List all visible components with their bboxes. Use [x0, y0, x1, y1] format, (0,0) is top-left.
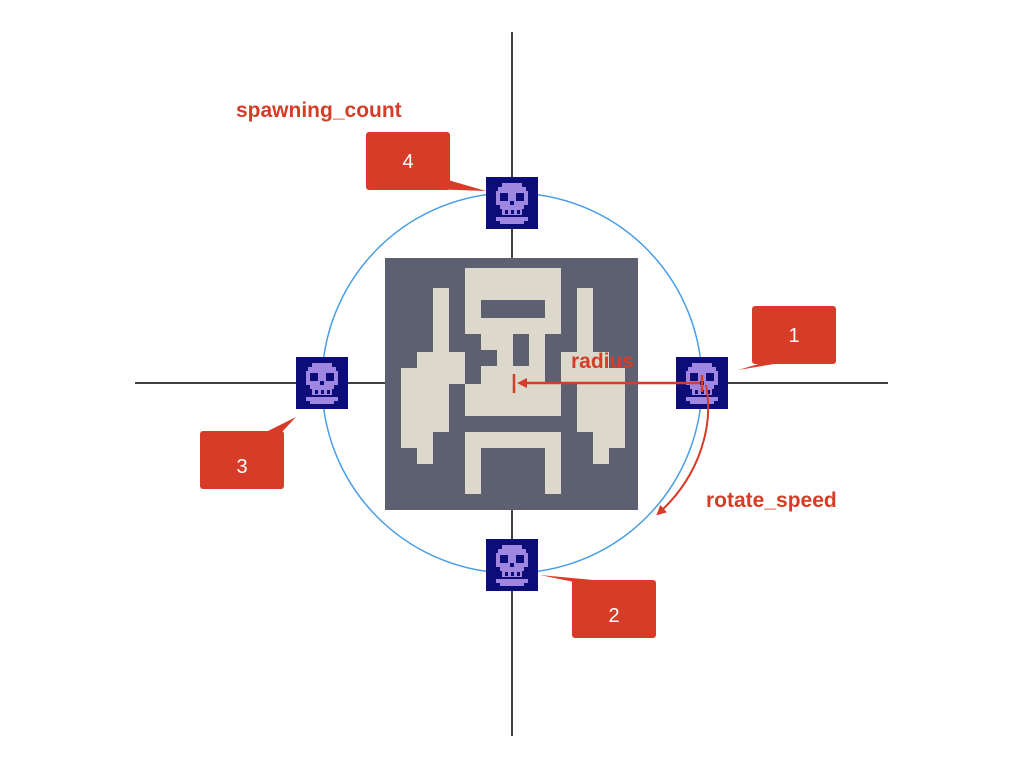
- callout-2-text: 2: [608, 605, 619, 627]
- rotate-speed-arrow: [656, 384, 710, 516]
- robot-sprite-icon: [385, 258, 638, 510]
- skull-icon: [486, 177, 538, 229]
- callout-4: 4: [366, 132, 486, 191]
- callout-1: 1: [738, 306, 836, 370]
- callout-2: 2: [540, 575, 656, 638]
- skull-icon: [296, 357, 348, 409]
- skull-icon: [486, 539, 538, 591]
- rotate-speed-label: rotate_speed: [706, 489, 837, 512]
- callout-1-text: 1: [788, 325, 799, 347]
- callout-4-text: 4: [402, 151, 413, 173]
- callout-3-text: 3: [236, 456, 247, 478]
- radius-label: radius: [571, 350, 634, 373]
- spawning-count-label: spawning_count: [236, 99, 402, 122]
- callout-3: 3: [200, 417, 296, 489]
